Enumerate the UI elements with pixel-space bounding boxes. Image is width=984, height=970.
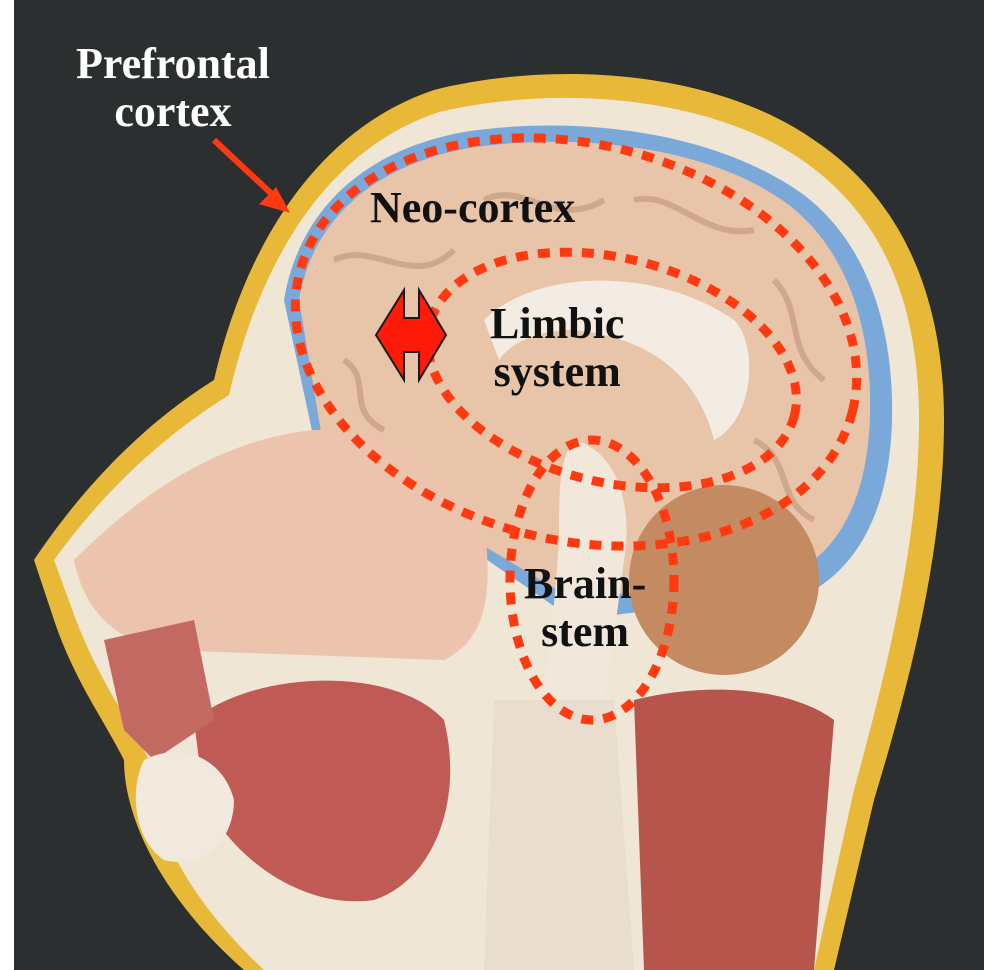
neocortex-label-text: Neo-cortex <box>370 184 575 232</box>
prefrontal-label-line1: Prefrontal <box>76 40 270 88</box>
neocortex-label: Neo-cortex <box>370 184 575 232</box>
limbic-label-line2: system <box>490 348 624 396</box>
cerebellum <box>629 485 819 675</box>
brainstem-label-line1: Brain- <box>524 560 646 608</box>
prefrontal-label-line2: cortex <box>76 88 270 136</box>
brainstem-label-line2: stem <box>524 608 646 656</box>
prefrontal-cortex-label: Prefrontal cortex <box>76 40 270 137</box>
prefrontal-arrow <box>214 140 289 212</box>
head-sagittal-section <box>14 0 984 970</box>
neck-muscle <box>634 690 834 970</box>
limbic-label-line1: Limbic <box>490 300 624 348</box>
spinal-column <box>484 700 634 970</box>
brainstem-label: Brain- stem <box>524 560 646 657</box>
limbic-system-label: Limbic system <box>490 300 624 397</box>
